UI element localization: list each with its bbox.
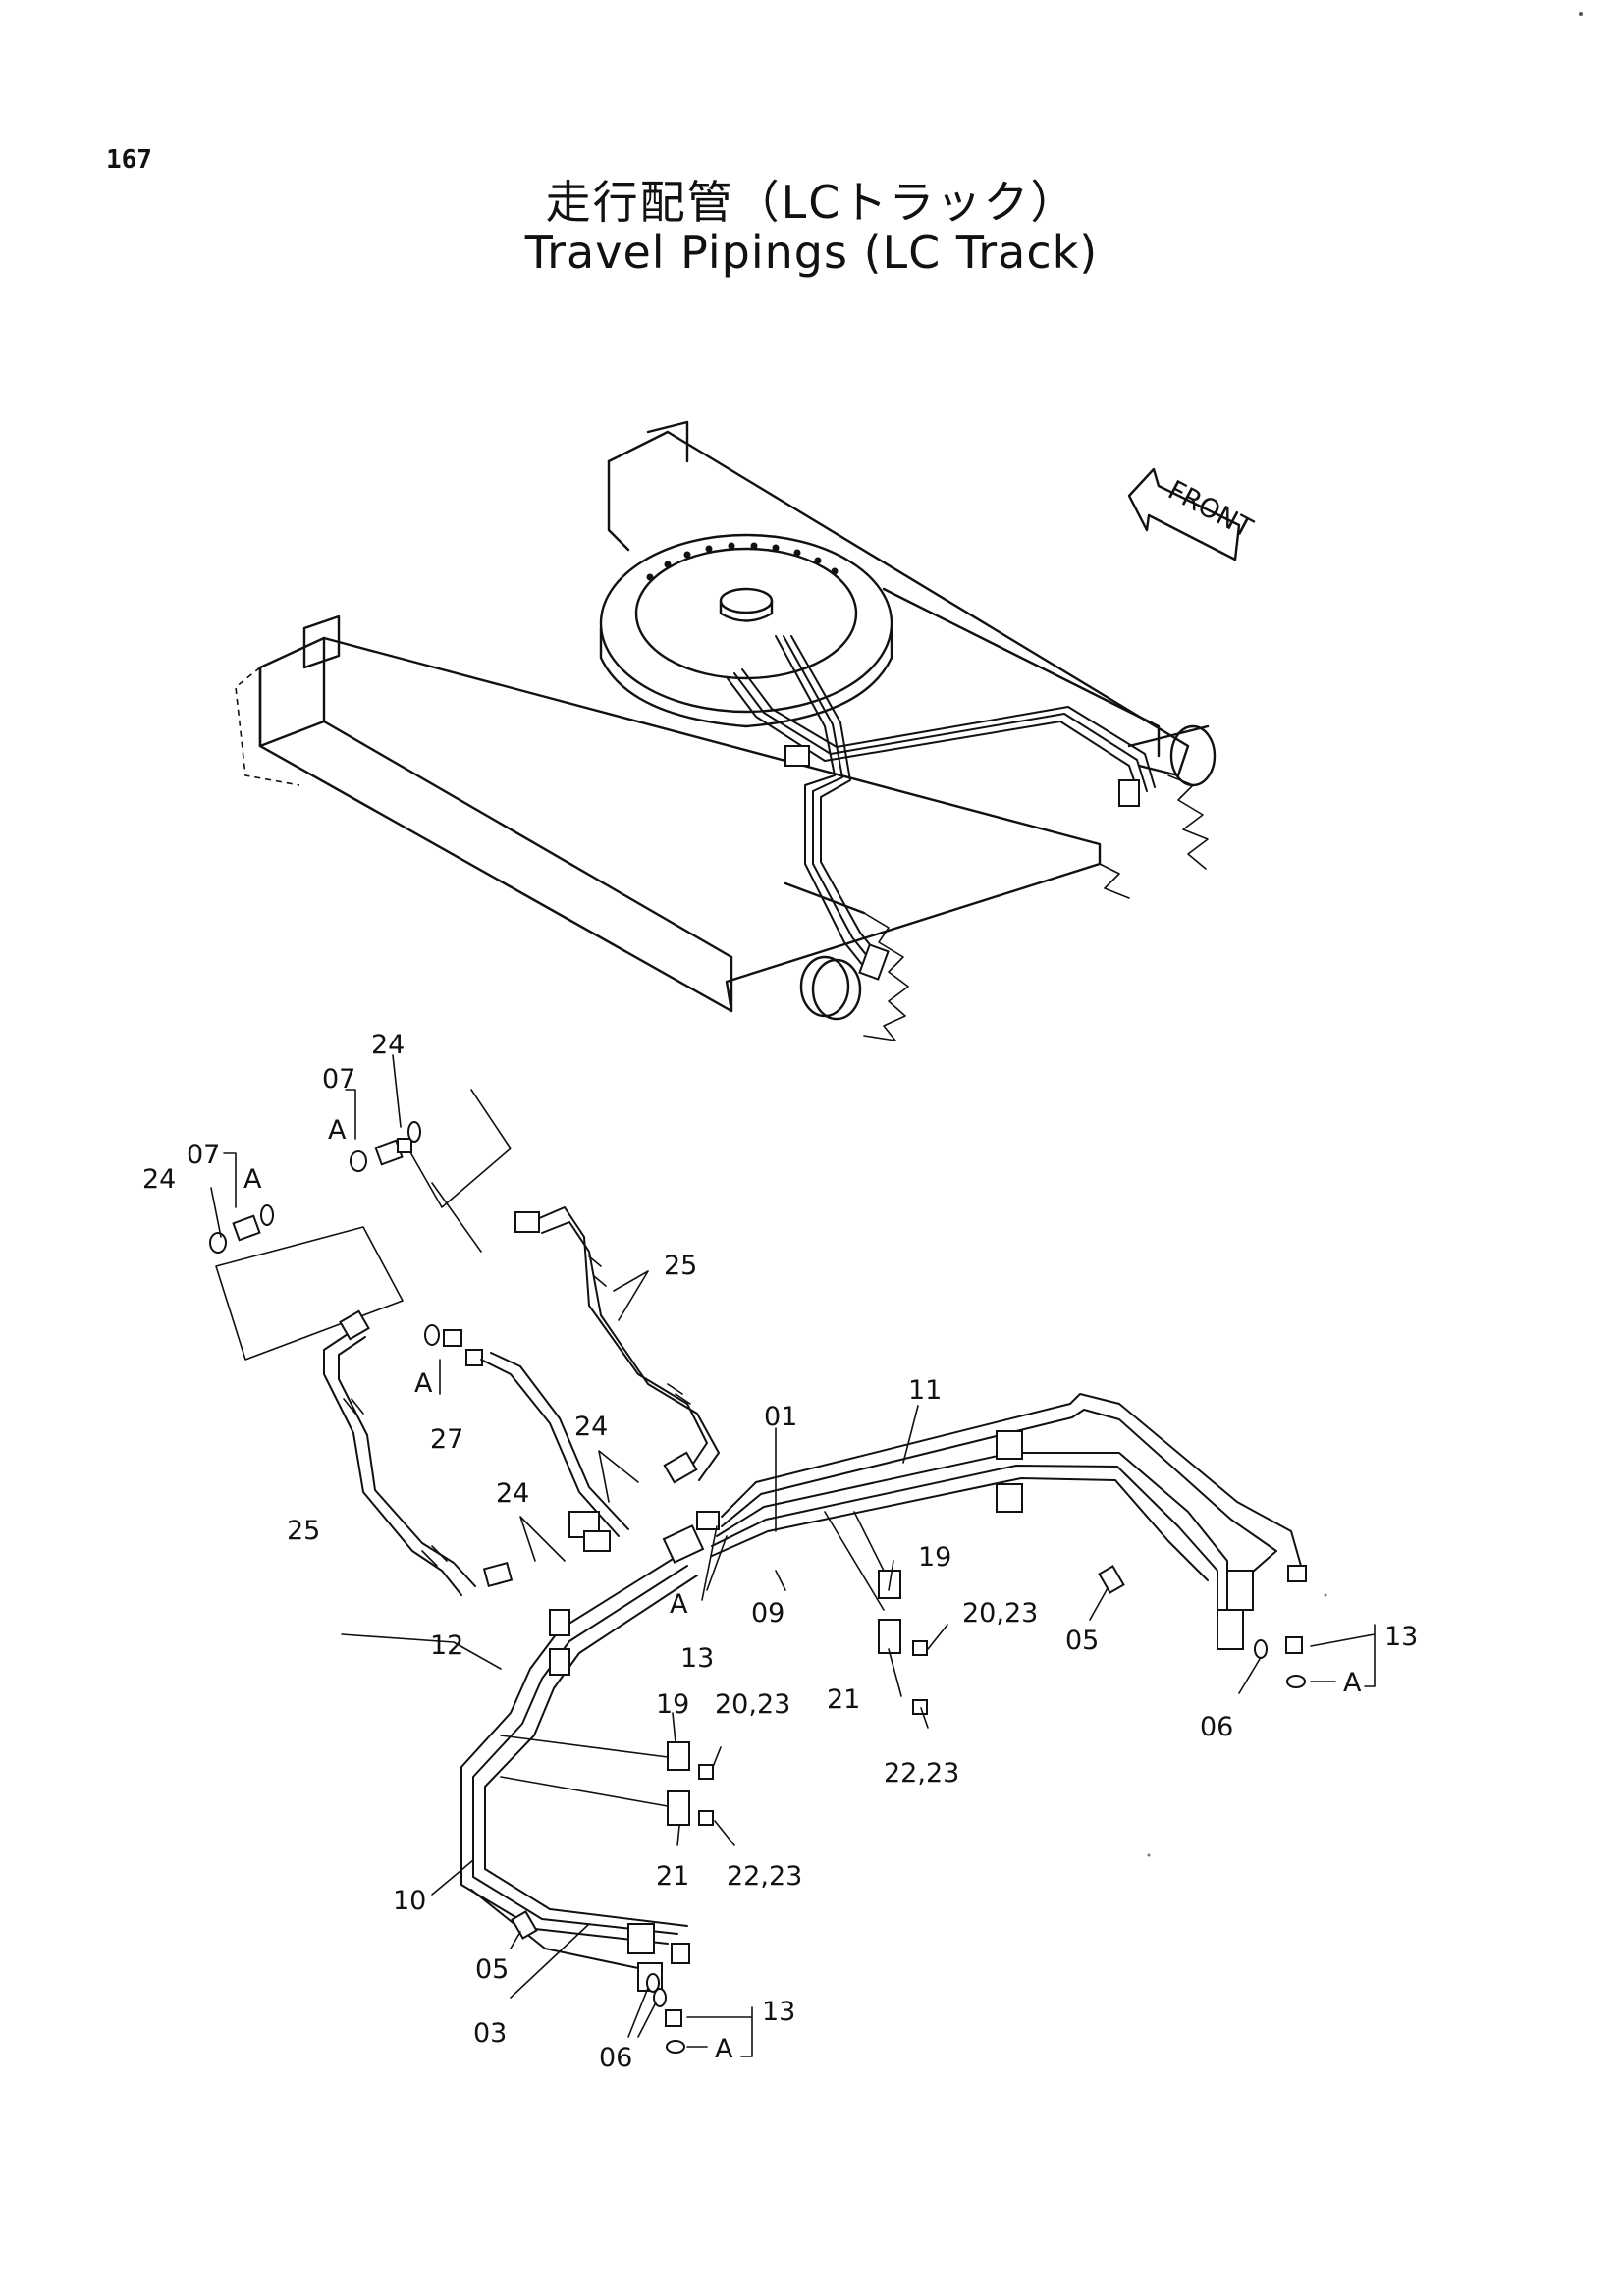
ring-bolts (646, 542, 839, 581)
callout-06: 06 (1200, 1712, 1233, 1742)
callout-22-23: 22,23 (884, 1758, 959, 1789)
callout-19: 19 (656, 1689, 689, 1720)
callout-27: 27 (430, 1424, 463, 1455)
track-frame-illustration (235, 420, 1217, 1041)
callout-12: 12 (430, 1630, 463, 1661)
hose-25-right (514, 1206, 720, 1484)
callout-a: A (328, 1115, 347, 1146)
callout-a: A (670, 1589, 688, 1620)
callout-21: 21 (656, 1861, 689, 1892)
callout-25: 25 (287, 1516, 320, 1546)
callout-a: A (1343, 1668, 1362, 1698)
callout-20-23: 20,23 (715, 1689, 790, 1720)
callout-13: 13 (762, 1997, 795, 2027)
sprocket-rear (1099, 724, 1217, 899)
callout-22-23: 22,23 (727, 1861, 802, 1892)
leader-lines (210, 1054, 1376, 2057)
callout-13: 13 (680, 1643, 714, 1674)
callout-13: 13 (1384, 1622, 1418, 1652)
page-number: 167 (106, 145, 152, 175)
frame-pipes (726, 635, 1156, 981)
callout-21: 21 (827, 1684, 860, 1715)
callout-05: 05 (475, 1954, 509, 1985)
callout-10: 10 (393, 1886, 426, 1916)
callout-06: 06 (599, 2043, 632, 2073)
callout-03: 03 (473, 2018, 507, 2049)
callout-11: 11 (908, 1375, 942, 1406)
callout-a: A (243, 1164, 262, 1195)
callout-20-23: 20,23 (962, 1598, 1038, 1629)
front-label: FRONT (1163, 475, 1257, 545)
fitting-07-upper (350, 1121, 421, 1172)
callout-01: 01 (764, 1402, 797, 1432)
fitting-27 (424, 1324, 629, 1537)
callout-25: 25 (664, 1251, 697, 1281)
sprocket-front (784, 881, 909, 1041)
callout-a: A (715, 2034, 733, 2064)
front-arrow: FRONT (1127, 467, 1258, 561)
fitting-07-left (209, 1204, 274, 1254)
callout-07: 07 (187, 1140, 220, 1170)
clamp-19-21-left (500, 1735, 714, 1826)
callout-24: 24 (574, 1412, 608, 1442)
callout-labels: 24 07 A 07 A 24 25 A 27 24 01 11 24 25 A… (142, 1030, 1418, 2073)
title-japanese: 走行配管（LCトラック） (545, 176, 1078, 229)
callout-05: 05 (1065, 1626, 1099, 1656)
callout-24: 24 (142, 1164, 176, 1195)
callout-09: 09 (751, 1598, 784, 1629)
callout-24: 24 (371, 1030, 405, 1060)
callout-a: A (414, 1368, 433, 1399)
callout-19: 19 (918, 1542, 951, 1573)
pipes-12-10-03 (460, 1555, 698, 1992)
title-english: Travel Pipings (LC Track) (524, 226, 1099, 279)
junction-block (568, 1511, 720, 1564)
hose-25-left (323, 1309, 514, 1596)
exploded-assembly: 24 07 A 07 A 24 25 A 27 24 01 11 24 25 A… (142, 1030, 1418, 2073)
callout-07: 07 (322, 1064, 355, 1095)
callout-24: 24 (496, 1478, 529, 1509)
pipes-11-01-09 (711, 1393, 1307, 1650)
clamp-19-21-right (824, 1511, 928, 1715)
